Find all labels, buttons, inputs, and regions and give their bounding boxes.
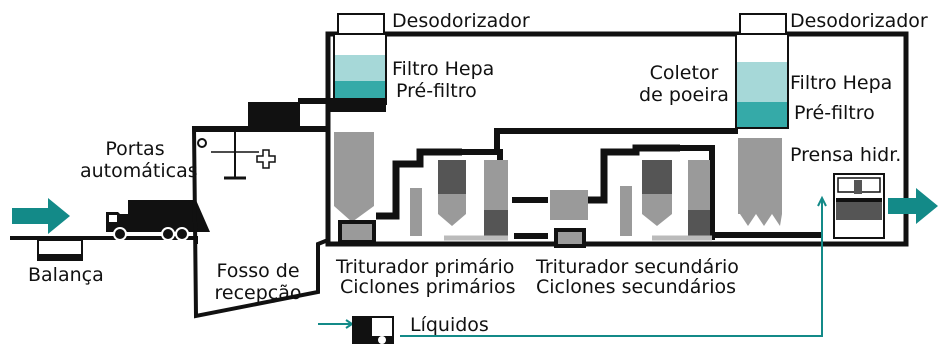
crane-icon: [196, 102, 328, 180]
secondary-shredder-label: Triturador secundário: [536, 256, 739, 278]
liquids-tank-icon: [352, 316, 394, 344]
reception-pit-label-line1: Fosso de: [216, 260, 300, 282]
prefilter-left-label: Pré-filtro: [396, 80, 477, 102]
deodorizer-right-label: Desodorizador: [790, 10, 928, 32]
primary-cyclones-label: Ciclones primários: [340, 276, 516, 298]
automatic-doors-label-line2: automáticas: [80, 160, 198, 182]
liquids-drain-line: [318, 195, 827, 337]
dust-collector-label-line1: Coletor: [649, 62, 719, 84]
hepa-left-label: Filtro Hepa: [392, 58, 495, 80]
prefilter-right-label: Pré-filtro: [794, 102, 875, 124]
reception-pit-label-line2: recepção: [214, 282, 302, 304]
inbound-arrow-icon: [12, 198, 70, 234]
outbound-arrow-icon: [888, 188, 938, 224]
left-filter-column: [333, 13, 387, 105]
secondary-shredder-icon: [512, 190, 588, 248]
dust-collector-label-line2: de poeira: [639, 84, 729, 106]
scale-label: Balança: [28, 264, 104, 286]
duct-left: [298, 98, 386, 104]
primary-shredder-icon: [334, 132, 376, 244]
cross-sign-icon: [256, 149, 276, 169]
deodorizer-left-label: Desodorizador: [392, 10, 530, 32]
primary-cyclones-icon: [376, 148, 508, 241]
press-label: Prensa hidr.: [790, 144, 902, 166]
secondary-cyclones-label: Ciclones secundários: [536, 276, 737, 298]
hepa-right-label: Filtro Hepa: [790, 72, 893, 94]
scale-icon: [37, 239, 83, 261]
liquids-label: Líquidos: [410, 314, 489, 336]
truck-icon: [106, 200, 210, 241]
processing-building: [325, 31, 909, 247]
dust-collector-icon: [712, 138, 822, 238]
primary-shredder-label: Triturador primário: [336, 256, 515, 278]
secondary-cyclones-icon: [588, 144, 715, 241]
right-filter-column: [735, 13, 789, 129]
hydraulic-press-icon: [833, 173, 885, 239]
automatic-doors-label-line1: Portas: [105, 138, 165, 160]
main-duct: [494, 128, 738, 152]
